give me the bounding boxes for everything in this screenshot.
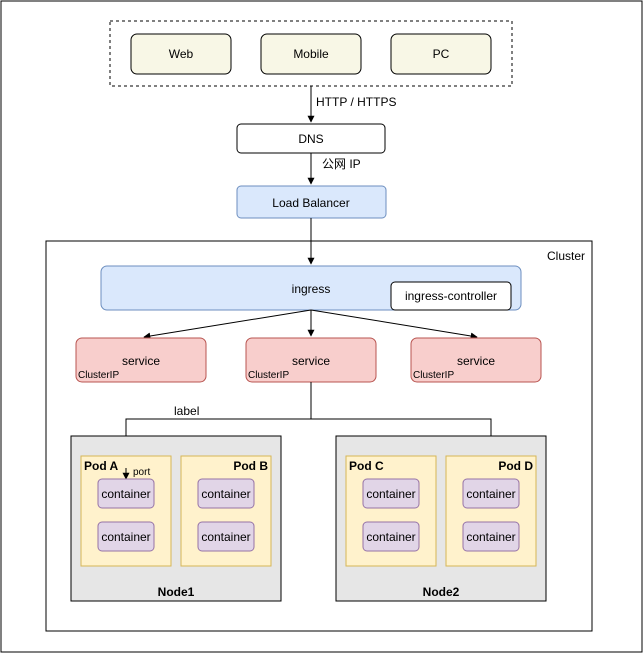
container-c-1-label: container [366, 487, 415, 501]
edge-label-label: label [174, 404, 199, 418]
container-a-1[interactable]: container [97, 478, 155, 509]
port-label: port [133, 467, 150, 478]
ingress-controller-label: ingress-controller [405, 289, 497, 303]
container-b-1[interactable]: container [197, 478, 255, 509]
container-b-2-label: container [201, 530, 250, 544]
pod-b-label: Pod B [233, 459, 268, 473]
service-3-type: ClusterIP [413, 370, 454, 381]
edge-public-ip-label: 公网 IP [322, 157, 361, 171]
container-b-1-label: container [201, 487, 250, 501]
client-mobile-label: Mobile [293, 47, 329, 61]
service-3-label: service [457, 354, 495, 368]
container-d-2[interactable]: container [462, 521, 520, 552]
container-d-1[interactable]: container [462, 478, 520, 509]
edge-ingress-service-3 [310, 309, 478, 340]
edge-http-label: HTTP / HTTPS [316, 95, 396, 109]
node-1-label: Node1 [158, 585, 195, 599]
service-2-type: ClusterIP [248, 370, 289, 381]
client-mobile[interactable]: Mobile [260, 33, 362, 75]
service-node-2[interactable]: service ClusterIP [245, 337, 377, 383]
client-pc[interactable]: PC [390, 33, 492, 75]
load-balancer-node[interactable]: Load Balancer [236, 185, 387, 219]
container-a-1-label: container [101, 487, 150, 501]
client-web[interactable]: Web [130, 33, 232, 75]
service-node-1[interactable]: service ClusterIP [75, 337, 207, 383]
ingress-label: ingress [292, 282, 331, 296]
dns-node[interactable]: DNS [236, 123, 386, 154]
node-2-label: Node2 [423, 585, 460, 599]
pod-d-label: Pod D [498, 459, 533, 473]
container-d-1-label: container [466, 487, 515, 501]
load-balancer-label: Load Balancer [272, 196, 349, 210]
pod-a-label: Pod A [84, 459, 119, 473]
pod-c-label: Pod C [349, 459, 384, 473]
container-c-2-label: container [366, 530, 415, 544]
container-c-1[interactable]: container [362, 478, 420, 509]
edge-ingress-service-1 [143, 309, 312, 340]
client-pc-label: PC [433, 47, 450, 61]
container-d-2-label: container [466, 530, 515, 544]
dns-label: DNS [298, 132, 323, 146]
ingress-controller-node[interactable]: ingress-controller [390, 281, 512, 311]
cluster-label: Cluster [547, 249, 585, 263]
container-a-2[interactable]: container [97, 521, 155, 552]
container-c-2[interactable]: container [362, 521, 420, 552]
client-web-label: Web [169, 47, 194, 61]
service-2-label: service [292, 354, 330, 368]
service-node-3[interactable]: service ClusterIP [410, 337, 542, 383]
service-1-label: service [122, 354, 160, 368]
container-a-2-label: container [101, 530, 150, 544]
container-b-2[interactable]: container [197, 521, 255, 552]
service-1-type: ClusterIP [78, 370, 119, 381]
